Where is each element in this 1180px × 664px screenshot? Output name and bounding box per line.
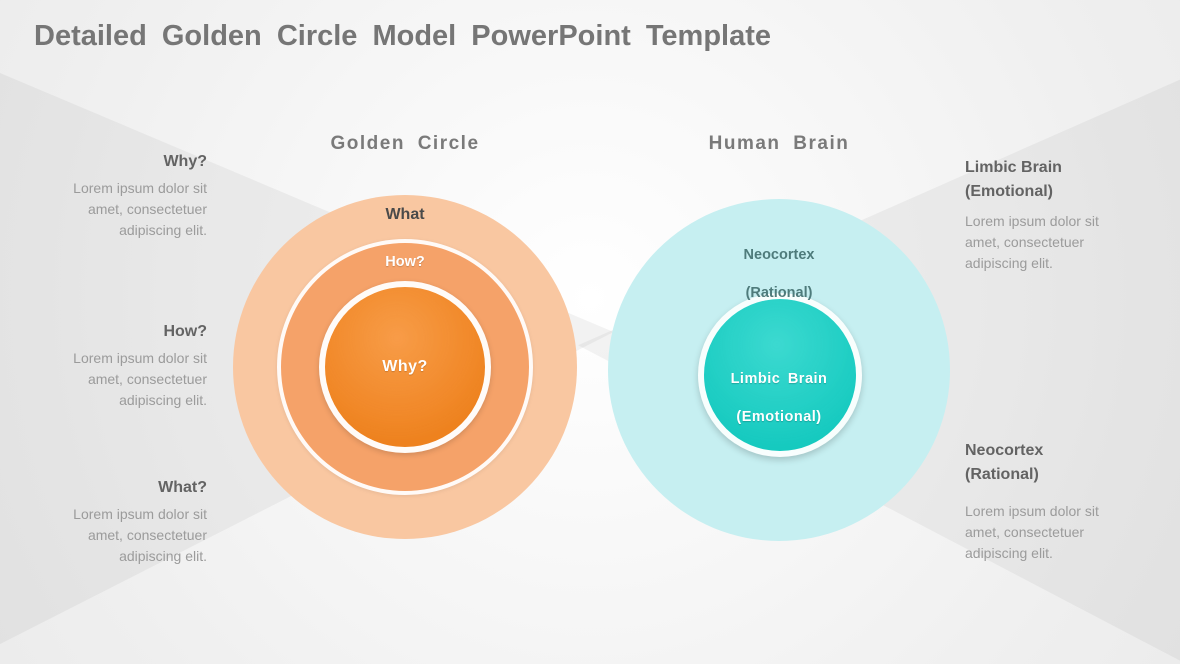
right-block-neocortex-body: Lorem ipsum dolor sit amet, consectetuer… [965,503,1099,561]
right-block-limbic-heading-line1: Limbic Brain [965,159,1062,176]
left-text-block-how: How? Lorem ipsum dolor sit amet, consect… [47,323,207,411]
human-brain-inner-label: Limbic Brain (Emotional) [608,351,950,445]
human-brain-inner-circle [698,293,862,457]
right-block-limbic-heading-line2: (Emotional) [965,183,1053,200]
right-block-neocortex-heading: Neocortex (Rational) [965,439,1137,487]
left-block-what-body: Lorem ipsum dolor sit amet, consectetuer… [73,505,207,564]
golden-circle-middle-label: How? [385,254,425,270]
right-text-block-neocortex: Neocortex (Rational) Lorem ipsum dolor s… [965,439,1137,564]
left-block-what-heading: What? [158,479,207,496]
right-text-block-limbic: Limbic Brain (Emotional) Lorem ipsum dol… [965,156,1137,274]
left-text-block-why: Why? Lorem ipsum dolor sit amet, consect… [47,153,207,241]
right-block-neocortex-heading-line2: (Rational) [965,466,1039,483]
golden-circle-outer-label: What [385,206,425,223]
left-block-why-body: Lorem ipsum dolor sit amet, consectetuer… [73,179,207,238]
neocortex-label-line2: (Rational) [745,284,813,301]
right-block-limbic-heading: Limbic Brain (Emotional) [965,156,1137,204]
left-block-how-body: Lorem ipsum dolor sit amet, consectetuer… [73,349,207,408]
left-block-how-heading: How? [163,323,207,340]
human-brain-heading: Human Brain [708,133,850,154]
slide-title: Detailed Golden Circle Model PowerPoint … [34,20,772,52]
golden-circle-inner-circle [319,281,491,453]
left-block-why-heading: Why? [163,153,207,170]
neocortex-label-line1: Neocortex [743,246,815,263]
golden-circle-heading: Golden Circle [330,133,480,154]
left-text-block-what: What? Lorem ipsum dolor sit amet, consec… [47,479,207,567]
golden-circle-inner-label: Why? [382,358,428,375]
right-block-limbic-body: Lorem ipsum dolor sit amet, consectetuer… [965,213,1099,271]
limbic-label-line2: (Emotional) [736,408,822,425]
limbic-label-line1: Limbic Brain [730,370,828,387]
right-block-neocortex-heading-line1: Neocortex [965,442,1044,459]
human-brain-outer-label: Neocortex (Rational) [608,227,950,321]
